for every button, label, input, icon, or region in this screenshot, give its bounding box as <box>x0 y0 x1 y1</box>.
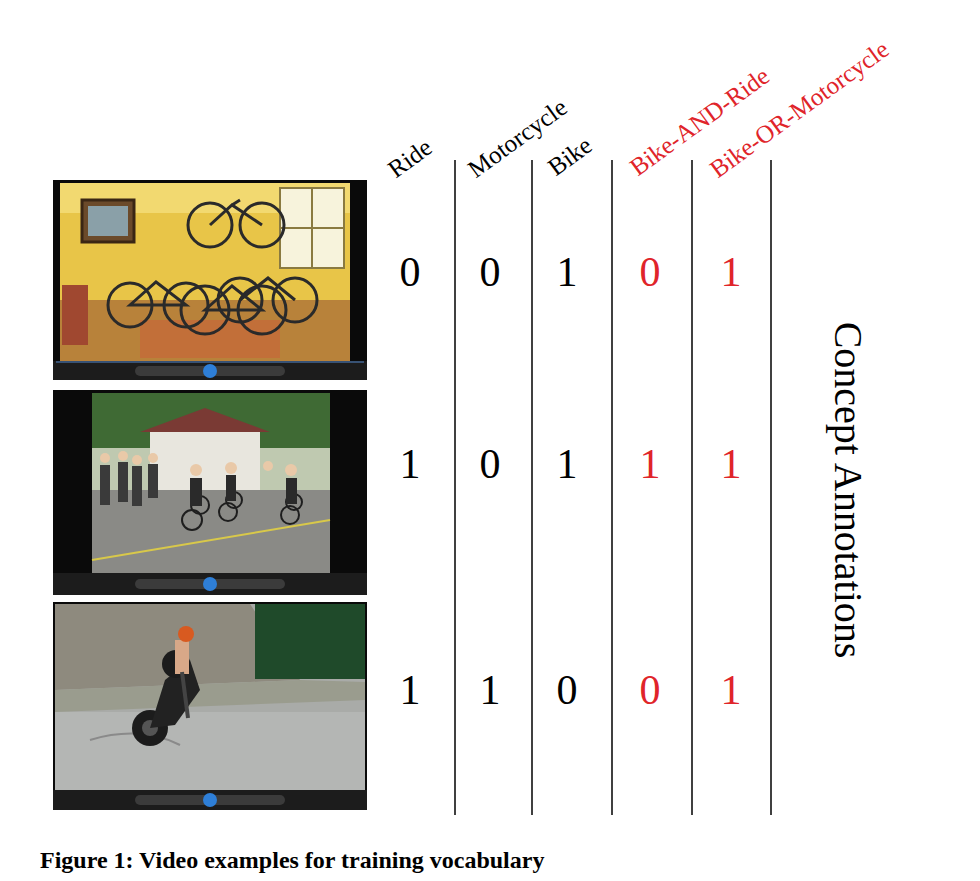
video-frame-room <box>53 180 367 380</box>
annotation-value: 1 <box>400 669 421 711</box>
table-rule <box>455 160 771 815</box>
annotation-value: 0 <box>640 669 661 711</box>
column-header: Bike-AND-Ride <box>625 63 773 180</box>
annotation-value: 1 <box>721 669 742 711</box>
annotation-value: 1 <box>640 443 661 485</box>
annotation-value: 1 <box>480 669 501 711</box>
side-title: Concept Annotations <box>828 322 868 659</box>
annotation-value: 1 <box>557 443 578 485</box>
annotation-value: 0 <box>480 443 501 485</box>
column-header: Bike <box>543 132 596 180</box>
annotation-value: 1 <box>557 251 578 293</box>
figure-caption: Figure 1: Video examples for training vo… <box>40 848 544 872</box>
annotation-value: 0 <box>557 669 578 711</box>
annotation-value: 0 <box>400 251 421 293</box>
annotation-value: 0 <box>480 251 501 293</box>
column-header: Ride <box>383 134 436 182</box>
video-frame-street <box>53 390 367 595</box>
annotation-value: 0 <box>640 251 661 293</box>
video-frame-motorcycle <box>53 602 367 810</box>
annotation-value: 1 <box>721 251 742 293</box>
annotation-value: 1 <box>721 443 742 485</box>
annotation-value: 1 <box>400 443 421 485</box>
